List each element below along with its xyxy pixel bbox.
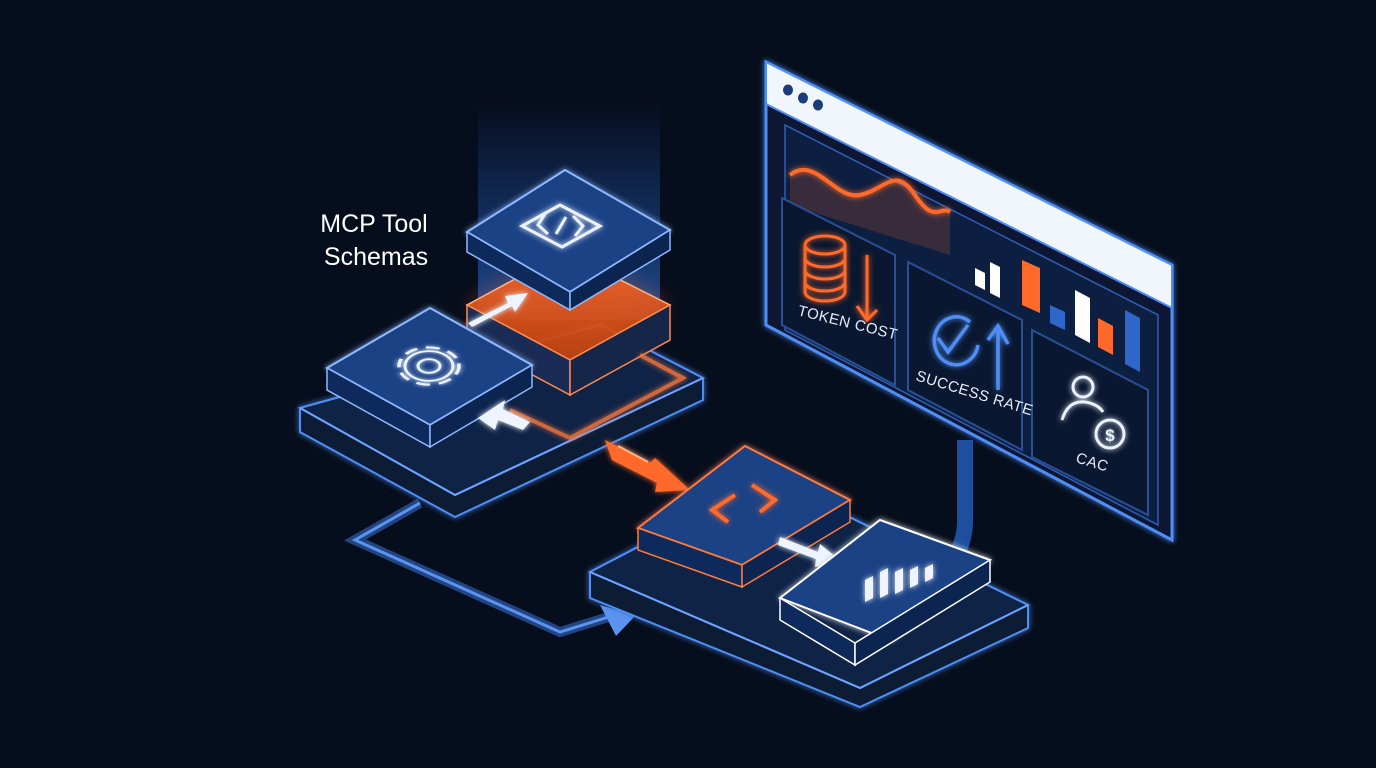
window-title-bar bbox=[765, 60, 1173, 310]
bar-chart-icon bbox=[865, 564, 933, 602]
metric-panel-success-rate[interactable] bbox=[907, 260, 1023, 452]
schema-label-line1: MCP Tool bbox=[320, 210, 427, 238]
bar bbox=[1022, 260, 1040, 313]
arrow-icon bbox=[468, 293, 528, 327]
schema-label-line2: Schemas bbox=[324, 243, 428, 271]
code-braces-icon bbox=[518, 203, 604, 249]
gear-icon bbox=[397, 346, 461, 386]
coins-down-icon bbox=[803, 234, 879, 323]
trend-wave bbox=[788, 167, 952, 255]
bar bbox=[975, 268, 985, 290]
bar bbox=[1098, 318, 1113, 355]
metric-panel-cac[interactable] bbox=[1031, 328, 1149, 517]
gear-block[interactable] bbox=[324, 306, 535, 449]
window-controls[interactable] bbox=[783, 84, 823, 111]
bar bbox=[1125, 310, 1140, 372]
schema-block[interactable] bbox=[465, 168, 672, 312]
schema-label: MCP Tool Schemas bbox=[320, 210, 428, 271]
arrow-icon bbox=[778, 537, 842, 567]
metric-panel-token-cost[interactable] bbox=[781, 196, 896, 387]
check-up-icon bbox=[932, 315, 1010, 390]
swap-chevrons-icon bbox=[708, 483, 779, 524]
orange-flow-path bbox=[478, 353, 688, 441]
bar bbox=[1075, 290, 1090, 343]
user-dollar-icon: $ bbox=[1060, 375, 1126, 450]
svg-text:$: $ bbox=[1105, 426, 1115, 445]
bar bbox=[990, 262, 1000, 298]
bar-chart-block[interactable] bbox=[777, 518, 993, 667]
bar bbox=[1050, 305, 1065, 330]
dashboard-window: $ TOKEN COST SUCCESS RATE CAC bbox=[764, 59, 1174, 543]
orange-arrow bbox=[605, 440, 690, 492]
dashboard-bars bbox=[975, 260, 1140, 372]
